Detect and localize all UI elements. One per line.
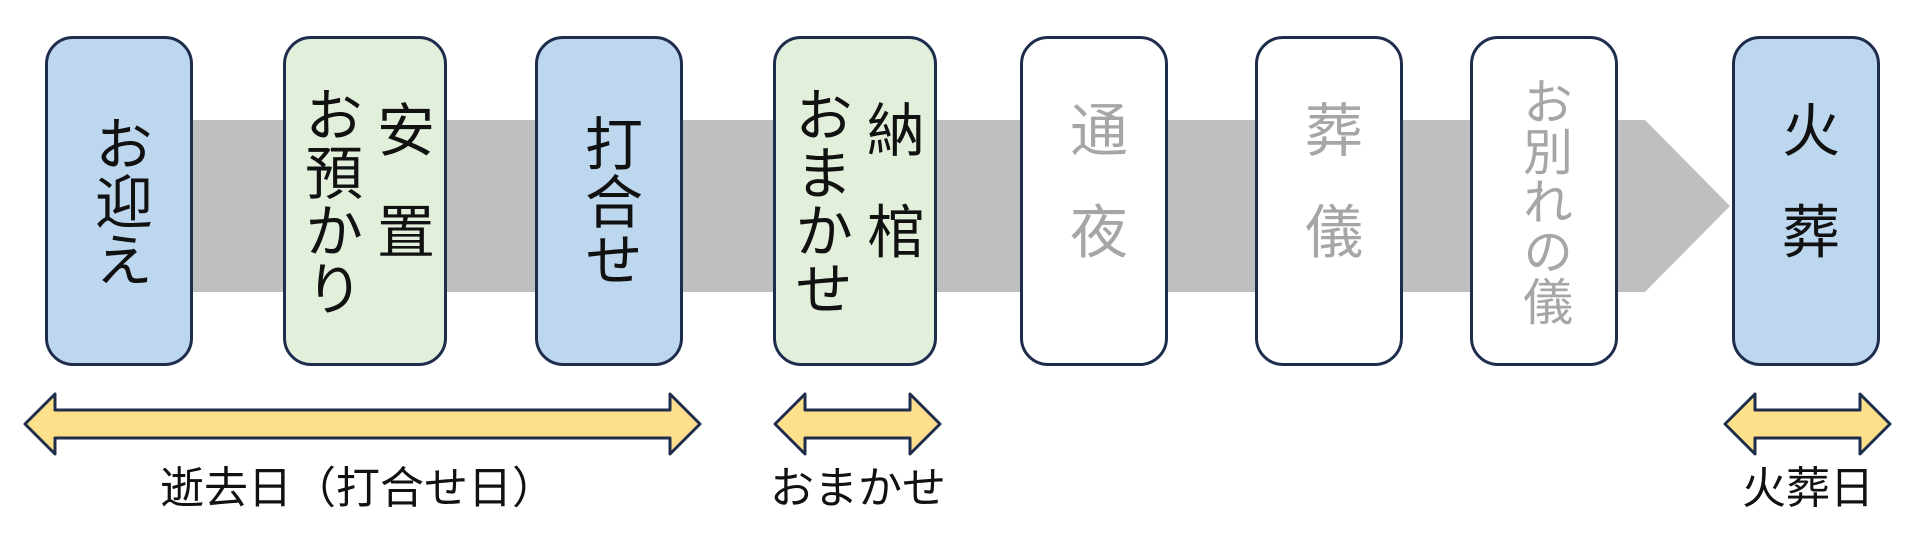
step-anchi-subtitle: お預かり — [295, 85, 363, 317]
step-sougi-text: 葬儀 — [1295, 99, 1363, 303]
step-nokan: 納棺 おまかせ — [773, 36, 937, 366]
range-arrow-omakase — [773, 392, 942, 456]
step-anchi: 安置 お預かり — [283, 36, 447, 366]
step-anchi-title: 安置 — [367, 99, 435, 303]
step-omukae: お迎え — [45, 36, 193, 366]
step-nokan-subtitle: おまかせ — [785, 85, 853, 317]
step-omukae-text: お迎え — [85, 114, 153, 288]
step-tsuya-text: 通夜 — [1060, 99, 1128, 303]
label-cremation-day: 火葬日 — [1742, 463, 1874, 514]
step-owakare: お別れの儀 — [1470, 36, 1618, 366]
step-tsuya: 通夜 — [1020, 36, 1168, 366]
step-sougi: 葬儀 — [1255, 36, 1403, 366]
label-day-of-death: 逝去日（打合せ日） — [160, 463, 556, 514]
step-kasou-text: 火葬 — [1772, 99, 1840, 303]
step-uchiawase: 打合せ — [535, 36, 683, 366]
step-kasou: 火葬 — [1732, 36, 1880, 366]
range-arrow-day-of-death — [23, 392, 702, 456]
step-uchiawase-text: 打合せ — [575, 114, 643, 288]
step-nokan-title: 納棺 — [857, 99, 925, 303]
step-owakare-text: お別れの儀 — [1515, 76, 1573, 326]
label-omakase: おまかせ — [770, 463, 946, 514]
range-arrow-cremation-day — [1723, 392, 1892, 456]
